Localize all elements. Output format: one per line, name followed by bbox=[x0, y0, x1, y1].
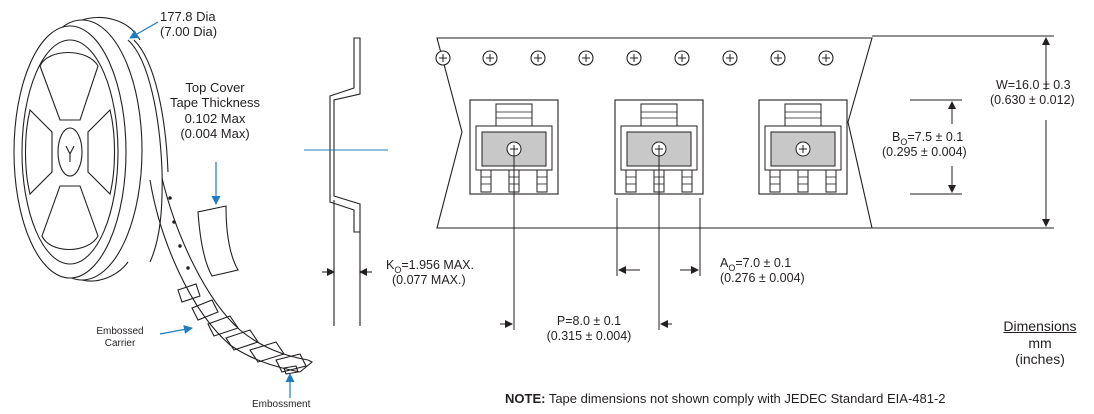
sprocket-holes bbox=[435, 50, 834, 66]
component-pocket bbox=[758, 99, 848, 195]
units-title: Dimensions bbox=[1003, 318, 1077, 334]
ko-symbol: K bbox=[386, 258, 395, 272]
ko-dimension-label: KO=1.956 MAX. (0.077 MAX.) bbox=[386, 258, 474, 288]
ao-subscript: O bbox=[728, 263, 736, 273]
cover-tape-line2: Tape Thickness bbox=[169, 95, 261, 111]
bo-mm-value: =7.5 ± 0.1 bbox=[907, 130, 964, 144]
reel-diameter-in: (7.00 Dia) bbox=[160, 24, 218, 40]
ko-dimension-in: (0.077 MAX.) bbox=[392, 272, 466, 287]
reel-hub bbox=[57, 127, 83, 177]
embossed-carrier-leader bbox=[159, 325, 193, 335]
sprocket-hole bbox=[578, 50, 594, 66]
sprocket-hole bbox=[626, 50, 642, 66]
sprocket-hole bbox=[530, 50, 546, 66]
sprocket-hole bbox=[674, 50, 690, 66]
units-legend: Dimensions mm (inches) bbox=[990, 318, 1090, 368]
reel-leaders bbox=[129, 21, 295, 398]
ao-dimension-mm: AO=7.0 ± 0.1 bbox=[720, 256, 805, 273]
units-secondary: (inches) bbox=[1015, 351, 1065, 368]
ao-dimension-label: AO=7.0 ± 0.1 (0.276 ± 0.004) bbox=[720, 256, 805, 286]
ao-mm-value: =7.0 ± 0.1 bbox=[735, 256, 792, 270]
sprocket-hole bbox=[722, 50, 738, 66]
width-dimension-label: W=16.0 ± 0.3 (0.630 ± 0.012) bbox=[990, 78, 1075, 108]
reel-front-inner bbox=[21, 39, 119, 265]
diameter-leader bbox=[129, 21, 159, 39]
ko-subscript: O bbox=[394, 265, 402, 275]
tape-strip bbox=[149, 177, 313, 375]
note-label: NOTE: bbox=[505, 391, 546, 406]
reel-tape-edge bbox=[127, 39, 163, 263]
sprocket-hole bbox=[482, 50, 498, 66]
sprocket-hole bbox=[770, 50, 786, 66]
bo-dimension-mm: BO=7.5 ± 0.1 bbox=[882, 130, 967, 147]
reel-hub-key bbox=[65, 145, 75, 162]
bo-dimension-in: (0.295 ± 0.004) bbox=[882, 144, 967, 159]
embossed-carrier-label: Embossed Carrier bbox=[82, 326, 158, 350]
reel-diameter-label: 177.8 Dia (7.00 Dia) bbox=[160, 9, 217, 40]
embossed-carrier-line1: Embossed bbox=[96, 326, 144, 337]
cover-tape-label: Top Cover Tape Thickness 0.102 Max (0.00… bbox=[160, 80, 270, 141]
reel-rim-bottom bbox=[81, 261, 129, 282]
cover-tape-in: (0.004 Max) bbox=[180, 125, 250, 141]
reel-window-top bbox=[39, 52, 99, 121]
embossment-label: Embossment bbox=[252, 399, 311, 410]
bo-subscript: O bbox=[900, 137, 908, 147]
pitch-dimension-label: P=8.0 ± 0.1 (0.315 ± 0.004) bbox=[534, 314, 644, 344]
cover-tape-curl bbox=[197, 205, 239, 277]
reel-window-bottom bbox=[41, 185, 99, 250]
bo-symbol: B bbox=[892, 130, 901, 144]
cover-tape-line1: Top Cover bbox=[185, 80, 245, 95]
pitch-mm: P=8.0 ± 0.1 bbox=[556, 314, 622, 328]
tape-side-profile bbox=[304, 37, 388, 326]
reel bbox=[13, 17, 169, 282]
embossed-carrier-line2: Carrier bbox=[104, 337, 136, 349]
plan-dimensions bbox=[500, 35, 1054, 330]
reel-window-left bbox=[24, 108, 53, 196]
note-text: Tape dimensions not shown comply with JE… bbox=[545, 391, 946, 406]
reel-window-right bbox=[87, 108, 116, 196]
cover-tape-mm: 0.102 Max bbox=[184, 110, 246, 126]
jedec-note: NOTE: Tape dimensions not shown comply w… bbox=[505, 391, 946, 406]
sprocket-hole bbox=[818, 50, 834, 66]
ko-mm-value: =1.956 MAX. bbox=[401, 258, 474, 272]
units-primary: mm bbox=[1028, 334, 1052, 351]
bo-dimension-label: BO=7.5 ± 0.1 (0.295 ± 0.004) bbox=[882, 130, 967, 160]
sprocket-hole bbox=[435, 50, 451, 66]
width-in: (0.630 ± 0.012) bbox=[990, 92, 1075, 107]
width-mm: W=16.0 ± 0.3 bbox=[996, 78, 1071, 92]
reel-diameter-mm: 177.8 Dia bbox=[160, 9, 216, 24]
pitch-in: (0.315 ± 0.004) bbox=[546, 328, 632, 343]
ao-symbol: A bbox=[720, 256, 729, 270]
ko-dimension-mm: KO=1.956 MAX. bbox=[386, 258, 474, 275]
ao-dimension-in: (0.276 ± 0.004) bbox=[720, 270, 805, 285]
